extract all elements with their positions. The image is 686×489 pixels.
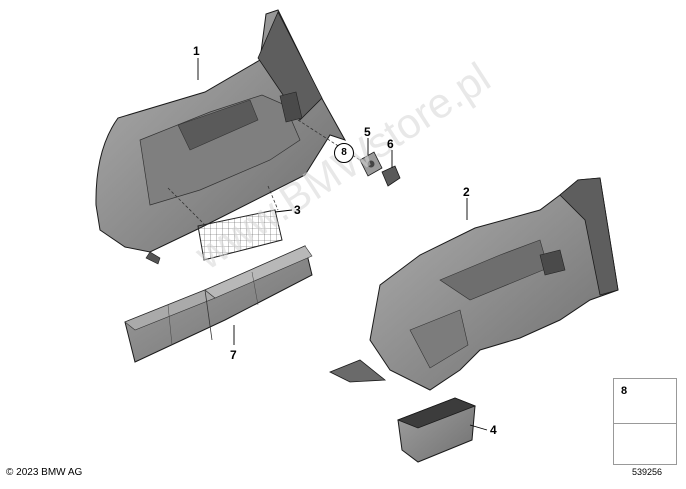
legend-divider <box>614 423 676 424</box>
part-6-clip <box>381 165 401 187</box>
callout-6: 6 <box>387 137 394 151</box>
part-5-fastener <box>359 151 383 177</box>
copyright-text: © 2023 BMW AG <box>6 467 83 478</box>
callout-2: 2 <box>463 185 470 199</box>
part-1-left-trunk-trim <box>95 9 347 265</box>
document-number: 539256 <box>632 467 663 477</box>
callout-4: 4 <box>490 423 497 437</box>
part-3-luggage-net <box>167 185 283 261</box>
part-7-storage-box <box>124 245 313 363</box>
callout-3: 3 <box>294 203 301 217</box>
legend-label-8: 8 <box>621 385 628 397</box>
legend-box: 8 <box>613 378 677 465</box>
part-2-right-trunk-trim <box>329 177 619 391</box>
callout-7: 7 <box>230 348 237 362</box>
part-4-storage-tray <box>396 397 477 463</box>
callout-8-circled: 8 <box>334 143 354 163</box>
callout-1: 1 <box>193 44 200 58</box>
callout-5: 5 <box>364 125 371 139</box>
